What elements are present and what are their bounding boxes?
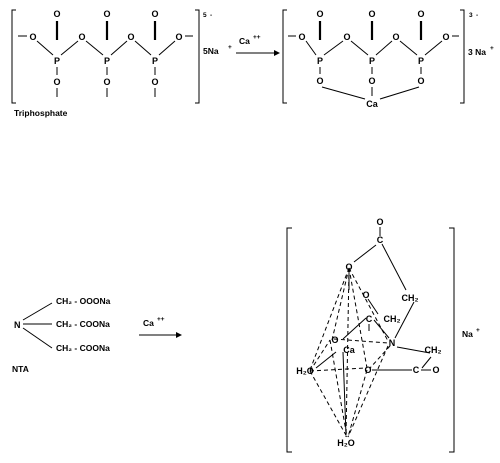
reagent-charge: ++ (253, 34, 261, 41)
reaction-arrow-1: Ca ++ (236, 34, 280, 56)
atom-oxygen: O (53, 77, 60, 87)
atom-oxygen: O (368, 9, 375, 19)
charge-sign: - (210, 12, 212, 19)
water-ligand: H₂O (337, 438, 355, 448)
atom-oxygen: O (103, 77, 110, 87)
atom-oxygen: O (364, 365, 371, 375)
atom-phosphorus: P (369, 56, 375, 66)
atom-oxygen: O (362, 290, 369, 300)
reaction-arrow-2: Ca ++ (139, 316, 182, 338)
atom-oxygen: O (376, 217, 383, 227)
counter-ion-label: 3 Na (468, 47, 486, 57)
atom-oxygen: O (78, 32, 85, 42)
atom-phosphorus: P (54, 56, 60, 66)
ch2-group: CH₂ (402, 293, 419, 303)
counter-ion-label: 5Na (203, 46, 219, 56)
atom-oxygen: O (417, 9, 424, 19)
atom-calcium: Ca (343, 345, 355, 355)
atom-oxygen: O (417, 76, 424, 86)
counter-ion-sign: + (490, 45, 494, 52)
atom-oxygen: O (103, 9, 110, 19)
atom-oxygen: O (343, 32, 350, 42)
atom-phosphorus: P (152, 56, 158, 66)
ch2-group: CH₂ (384, 314, 401, 324)
reagent-label: Ca (239, 36, 250, 46)
nta-arm: CH₂ - COONa (56, 319, 110, 329)
counter-ion-sign: + (476, 327, 480, 334)
nta-arm: CH₂ - OOONa (56, 296, 111, 306)
atom-oxygen: O (345, 262, 352, 272)
atom-oxygen: O (432, 365, 439, 375)
nta-caption: NTA (12, 364, 29, 374)
charge-number: 3 (469, 12, 473, 19)
atom-oxygen: O (331, 335, 338, 345)
atom-carbon: C (366, 314, 373, 324)
atom-carbon: C (377, 235, 384, 245)
calcium-nta-complex: O C O O CH₂ C CH₂ O N CH₂ Ca H₂O O C O H… (286, 217, 480, 453)
charge-number: 5 (203, 12, 207, 19)
atom-nitrogen: N (14, 320, 21, 330)
counter-ion-label: Na (462, 329, 473, 339)
atom-phosphorus: P (418, 56, 424, 66)
ch2-group: CH₂ (425, 345, 442, 355)
atom-oxygen: O (442, 32, 449, 42)
atom-oxygen: O (151, 77, 158, 87)
reagent-label: Ca (143, 318, 154, 328)
reagent-charge: ++ (157, 316, 165, 323)
atom-phosphorus: P (317, 56, 323, 66)
atom-carbon: C (413, 365, 420, 375)
water-ligand: H₂O (296, 366, 314, 376)
atom-calcium: Ca (366, 99, 378, 109)
atom-phosphorus: P (104, 56, 110, 66)
nta-structure: N CH₂ - OOONa CH₂ - COONa CH₂ - COONa NT… (12, 296, 111, 374)
atom-oxygen: O (151, 9, 158, 19)
calcium-triphosphate-complex: O O O O O O O P P P O O O Ca (282, 9, 494, 109)
atom-oxygen: O (29, 32, 36, 42)
triphosphate-structure: O O O O O O O P P P O O O 5 (11, 9, 232, 118)
atom-oxygen: O (53, 9, 60, 19)
nta-arm: CH₂ - COONa (56, 343, 110, 353)
charge-sign: - (476, 12, 478, 19)
atom-oxygen: O (368, 76, 375, 86)
atom-oxygen: O (127, 32, 134, 42)
atom-oxygen: O (316, 9, 323, 19)
atom-nitrogen: N (389, 338, 396, 348)
atom-oxygen: O (392, 32, 399, 42)
atom-oxygen: O (175, 32, 182, 42)
atom-oxygen: O (316, 76, 323, 86)
triphosphate-caption: Triphosphate (14, 108, 68, 118)
counter-ion-sign: + (228, 44, 232, 51)
atom-oxygen: O (298, 32, 305, 42)
